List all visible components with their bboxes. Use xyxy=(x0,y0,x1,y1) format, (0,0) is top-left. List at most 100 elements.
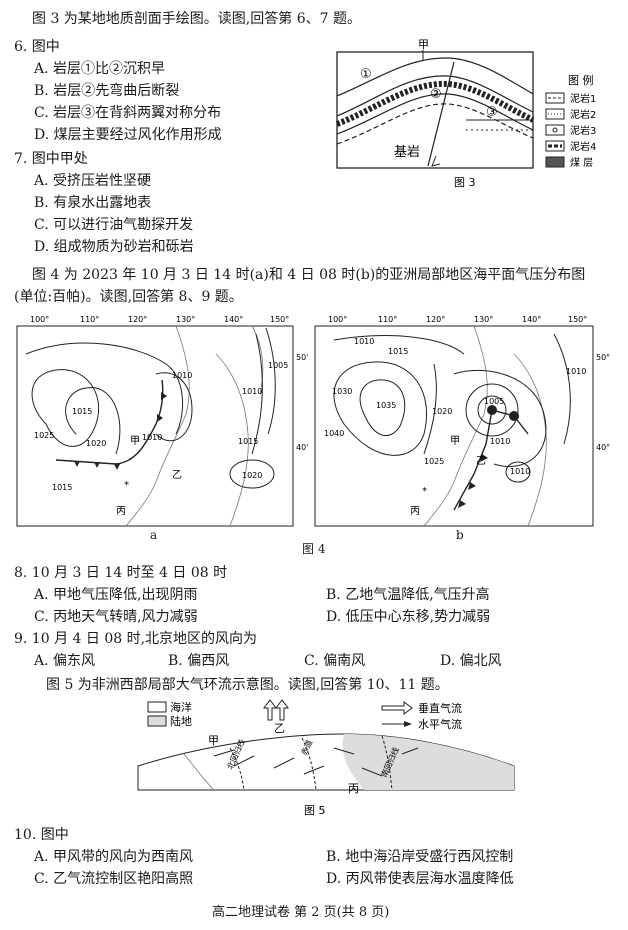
fig3-layer-3: ③ xyxy=(486,105,498,120)
q10-option-a[interactable]: A. 甲风带的风向为西南风 xyxy=(34,849,194,865)
q8-option-d[interactable]: D. 低压中心东移,势力减弱 xyxy=(326,609,491,625)
fig4a-lat-40: 40° xyxy=(296,443,308,452)
fig4b-lon-100: 100° xyxy=(328,315,347,324)
q10-stem: 10. 图中 xyxy=(14,827,69,843)
fig4b-isobar-1010b: 1010 xyxy=(490,437,510,446)
fig4b-place-bing: 丙 xyxy=(410,506,420,517)
q7-option-d[interactable]: D. 组成物质为砂岩和砾岩 xyxy=(34,239,194,255)
fig4-intro-line1: 图 4 为 2023 年 10 月 3 日 14 时(a)和 4 日 08 时(… xyxy=(32,267,586,283)
fig4a-pressure-map: 100° 110° 120° 130° 140° 150° 50° 40° xyxy=(16,315,308,527)
fig5-caption: 图 5 xyxy=(304,804,326,817)
fig4a-isobar-1025: 1025 xyxy=(34,431,54,440)
fig5-label-yi: 乙 xyxy=(274,722,285,735)
fig4b-place-yi: 乙 xyxy=(476,455,486,467)
fig4a-isobar-1020: 1020 xyxy=(86,439,106,448)
fig4b-isobar-1030: 1030 xyxy=(332,387,352,396)
fig4-caption: 图 4 xyxy=(302,542,326,556)
fig4a-sublabel: a xyxy=(150,528,158,542)
fig4a-lon-120: 120° xyxy=(128,315,147,324)
q6-option-b[interactable]: B. 岩层②先弯曲后断裂 xyxy=(34,83,180,99)
fig4a-lon-130: 130° xyxy=(176,315,195,324)
fig5-label-bing: 丙 xyxy=(348,782,359,795)
fig4b-lon-130: 130° xyxy=(474,315,493,324)
fig4b-sublabel: b xyxy=(456,528,464,542)
q6-option-a[interactable]: A. 岩层①比②沉积早 xyxy=(34,61,166,77)
q9-option-d[interactable]: D. 偏北风 xyxy=(440,653,502,669)
fig4a-isobar-1010a: 1010 xyxy=(172,371,192,380)
q7-option-a[interactable]: A. 受挤压岩性坚硬 xyxy=(34,173,152,189)
fig3-layer-1: ① xyxy=(360,67,372,82)
fig4b-beijing-star: * xyxy=(422,486,427,497)
q8-stem: 8. 10 月 3 日 14 时至 4 日 08 时 xyxy=(14,565,228,581)
q8-option-a[interactable]: A. 甲地气压降低,出现阴雨 xyxy=(34,587,198,603)
legend-item-2: 泥岩2 xyxy=(570,108,596,121)
fig4a-beijing-star: * xyxy=(124,480,129,491)
fig4b-isobar-1010c: 1010 xyxy=(510,467,530,476)
fig4b-isobar-1040: 1040 xyxy=(324,429,344,438)
fig4b-lat-50: 50° xyxy=(596,353,610,362)
fig4a-isobar-1010b: 1010 xyxy=(242,387,262,396)
fig4b-pressure-map: 100° 110° 120° 130° 140° 150° 50° 40° xyxy=(314,315,610,527)
q9-stem: 9. 10 月 4 日 08 时,北京地区的风向为 xyxy=(14,631,258,647)
page-footer: 高二地理试卷 第 2 页(共 8 页) xyxy=(212,905,390,920)
legend-item-5: 煤 层 xyxy=(570,156,593,169)
fig4b-lat-40: 40° xyxy=(596,443,610,452)
fig4a-isobar-1015: 1015 xyxy=(52,483,72,492)
fig4a-lon-150: 150° xyxy=(270,315,289,324)
fig4b-lon-120: 120° xyxy=(426,315,445,324)
fig4b-isobar-1010: 1010 xyxy=(354,337,374,346)
fig5-legend-horizontal: 水平气流 xyxy=(418,717,462,731)
legend-item-1: 泥岩1 xyxy=(570,92,596,105)
fig5-legend-land: 陆地 xyxy=(170,714,192,728)
fig3-layer-2: ② xyxy=(430,87,442,102)
fig4b-lon-140: 140° xyxy=(522,315,541,324)
fig4a-isobar-1015c: 1015 xyxy=(72,407,92,416)
q10-option-d[interactable]: D. 丙风带使表层海水温度降低 xyxy=(326,871,514,887)
fig4a-lon-100: 100° xyxy=(30,315,49,324)
fig3-cross-section: 甲 ① ② ③ 基岩 图 例 泥岩1 泥岩2 泥岩3 泥岩4 煤 层 图 3 xyxy=(336,38,596,188)
fig3-caption: 图 3 xyxy=(454,176,476,188)
fig5-circulation: 海洋 陆地 垂直气流 水平气流 甲 乙 丙 北回归线 xyxy=(137,699,515,817)
fig4b-isobar-1020: 1020 xyxy=(432,407,452,416)
fig3-legend-title: 图 例 xyxy=(568,73,594,87)
q7-option-b[interactable]: B. 有泉水出露地表 xyxy=(34,195,152,211)
q6-option-d[interactable]: D. 煤层主要经过风化作用形成 xyxy=(34,127,222,143)
fig4a-lat-50: 50° xyxy=(296,353,308,362)
fig4a-lon-110: 110° xyxy=(80,315,99,324)
q8-option-b[interactable]: B. 乙地气温降低,气压升高 xyxy=(326,587,490,603)
fig3-intro: 图 3 为某地地质剖面手绘图。读图,回答第 6、7 题。 xyxy=(32,11,361,27)
fig4-intro-line2: (单位:百帕)。读图,回答第 8、9 题。 xyxy=(14,289,243,305)
fig4a-isobar-1010c: 1010 xyxy=(142,433,162,442)
fig4b-isobar-1025: 1025 xyxy=(424,457,444,466)
q6-stem: 6. 图中 xyxy=(14,39,60,55)
fig4b-place-jia: 甲 xyxy=(450,436,460,447)
q9-option-a[interactable]: A. 偏东风 xyxy=(34,653,96,669)
fig5-intro: 图 5 为非洲西部局部大气环流示意图。读图,回答第 10、11 题。 xyxy=(46,677,449,693)
q8-option-c[interactable]: C. 丙地天气转晴,风力减弱 xyxy=(34,609,198,625)
fig3-label-jia: 甲 xyxy=(418,38,429,51)
q9-option-c[interactable]: C. 偏南风 xyxy=(304,653,366,669)
fig4b-isobar-1005: 1005 xyxy=(484,397,504,406)
q7-stem: 7. 图中甲处 xyxy=(14,151,88,167)
q9-option-b[interactable]: B. 偏西风 xyxy=(168,653,230,669)
fig3-legend: 泥岩1 泥岩2 泥岩3 泥岩4 煤 层 xyxy=(545,92,596,169)
fig5-legend-ocean: 海洋 xyxy=(170,700,192,714)
q10-option-c[interactable]: C. 乙气流控制区艳阳高照 xyxy=(34,871,194,887)
legend-item-4: 泥岩4 xyxy=(570,140,596,153)
q6-option-c[interactable]: C. 岩层③在背斜两翼对称分布 xyxy=(34,105,222,121)
fig5-legend-vertical: 垂直气流 xyxy=(418,701,462,715)
fig4b-isobar-1035: 1035 xyxy=(376,401,396,410)
q10-option-b[interactable]: B. 地中海沿岸受盛行西风控制 xyxy=(326,849,514,865)
fig4b-lon-150: 150° xyxy=(568,315,587,324)
fig4b-isobar-1010d: 1010 xyxy=(566,367,586,376)
q7-option-c[interactable]: C. 可以进行油气勘探开发 xyxy=(34,217,194,233)
fig3-bedrock-label: 基岩 xyxy=(394,145,420,160)
fig4a-place-jia: 甲 xyxy=(130,436,140,447)
fig4b-isobar-1015: 1015 xyxy=(388,347,408,356)
fig4a-place-yi: 乙 xyxy=(172,469,182,481)
fig4a-place-bing: 丙 xyxy=(116,506,126,517)
fig5-label-jia: 甲 xyxy=(208,734,219,747)
fig4a-isobar-1005: 1005 xyxy=(268,361,288,370)
fig4a-isobar-1015b: 1015 xyxy=(238,437,258,446)
